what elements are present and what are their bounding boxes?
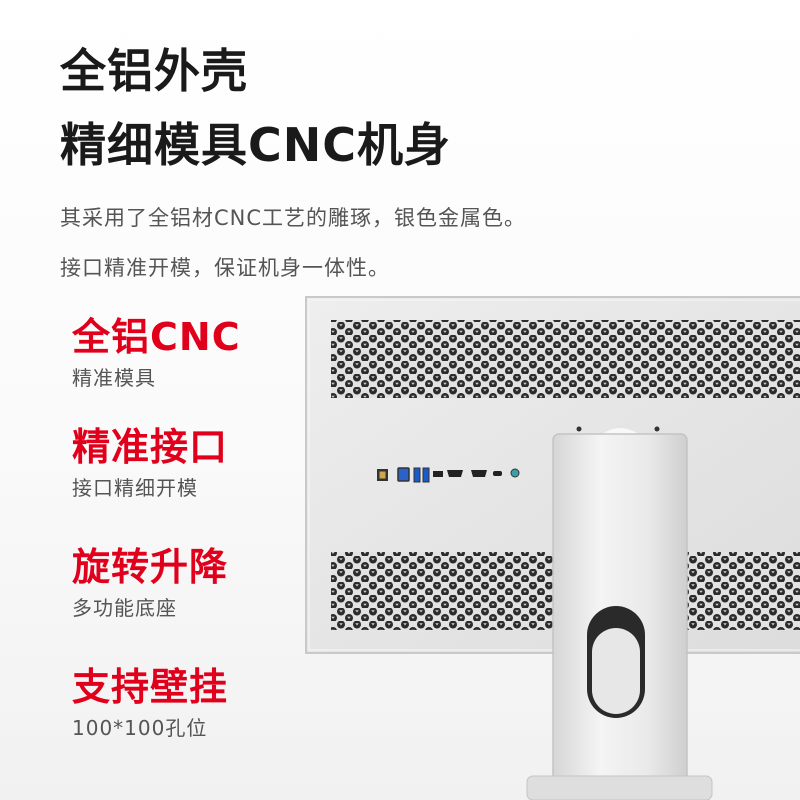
usb-port-icon bbox=[397, 467, 430, 483]
feature-subtitle: 精准模具 bbox=[72, 366, 156, 390]
port-strip bbox=[377, 467, 520, 483]
monitor-back-icon bbox=[305, 296, 800, 800]
feature-subtitle: 100*100孔位 bbox=[72, 716, 208, 740]
description-line-2: 接口精准开模，保证机身一体性。 bbox=[60, 256, 390, 280]
feature-subtitle: 接口精细开模 bbox=[72, 476, 198, 500]
feature-subtitle: 多功能底座 bbox=[72, 596, 177, 620]
feature-title: 全铝CNC bbox=[72, 315, 241, 359]
feature-ports: 精准接口 接口精细开模 bbox=[72, 428, 228, 498]
title-line-2: 精细模具CNC机身 bbox=[60, 118, 452, 172]
hdmi-port-icon bbox=[433, 470, 487, 477]
feature-title: 支持壁挂 bbox=[72, 665, 229, 709]
description-line-1: 其采用了全铝材CNC工艺的雕琢，银色金属色。 bbox=[60, 206, 527, 230]
title-line-1: 全铝外壳 bbox=[60, 44, 248, 98]
feature-cnc: 全铝CNC 精准模具 bbox=[72, 318, 241, 388]
feature-title: 精准接口 bbox=[72, 425, 229, 469]
feature-wall-mount: 支持壁挂 100*100孔位 bbox=[72, 668, 228, 738]
feature-rotate-lift: 旋转升降 多功能底座 bbox=[72, 548, 228, 618]
feature-title: 旋转升降 bbox=[72, 545, 229, 589]
stand-icon bbox=[526, 433, 713, 800]
vent-grille-icon bbox=[331, 320, 800, 398]
